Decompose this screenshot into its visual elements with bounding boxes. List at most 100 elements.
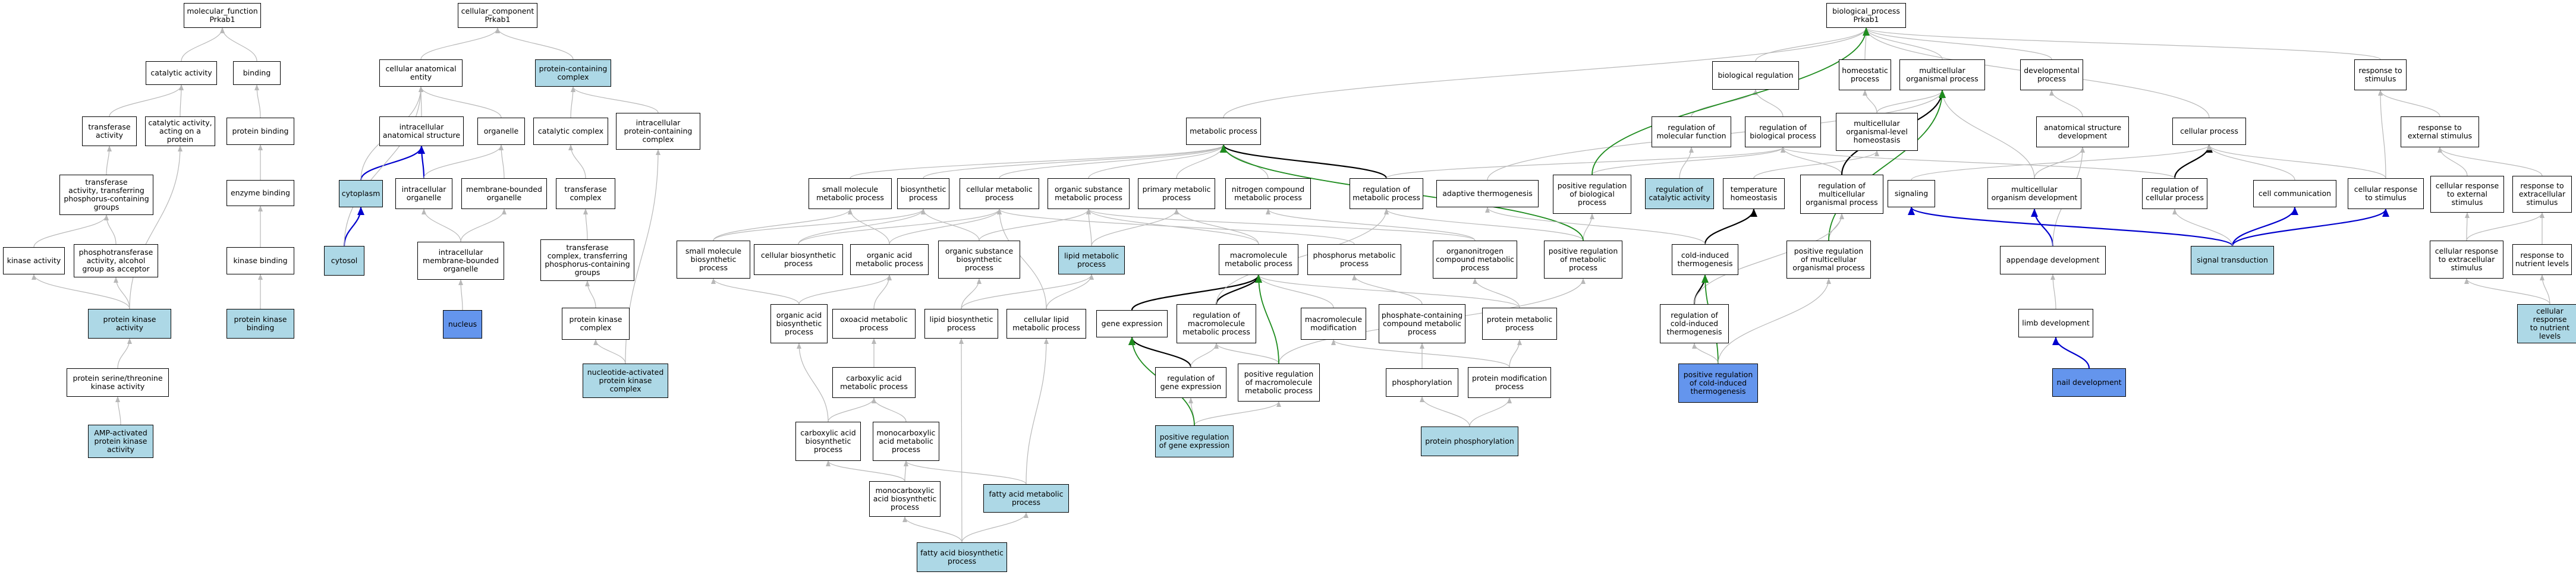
go-node-positive-regulation-of-macromolecule-metabolic-process[interactable]: positive regulation of macromolecule met… [1238, 364, 1320, 402]
go-node-catalytic-complex[interactable]: catalytic complex [533, 118, 608, 145]
go-node-lipid-metabolic-process[interactable]: lipid metabolic process [1058, 246, 1125, 274]
go-node-regulation-of-molecular-function[interactable]: regulation of molecular function [1652, 116, 1731, 147]
go-node-protein-kinase-complex[interactable]: protein kinase complex [562, 308, 630, 340]
go-node-multicellular-organismal-homeostasis[interactable]: multicellular organismal-level homeostas… [1836, 113, 1918, 151]
go-node-appendage-development[interactable]: appendage development [2000, 246, 2106, 274]
go-node-protein-binding[interactable]: protein binding [227, 118, 294, 145]
go-node-regulation-of-biological-process[interactable]: regulation of biological process [1745, 116, 1821, 147]
go-node-small-molecule-metabolic-process[interactable]: small molecule metabolic process [809, 178, 892, 209]
go-node-anatomical-structure-development[interactable]: anatomical structure development [2036, 116, 2129, 147]
go-node-temperature-homeostasis[interactable]: temperature homeostasis [1723, 178, 1785, 209]
go-node-protein-containing-complex[interactable]: protein-containing complex [535, 59, 611, 87]
go-node-phosphate-containing-compound-metabolic-process[interactable]: phosphate-containing compound metabolic … [1379, 304, 1465, 343]
go-node-organonitrogen-compound-metabolic-process[interactable]: organonitrogen compound metabolic proces… [1433, 241, 1517, 279]
go-node-carboxylic-acid-metabolic-process[interactable]: carboxylic acid metabolic process [832, 367, 916, 398]
go-node-lipid-biosynthetic-process[interactable]: lipid biosynthetic process [924, 309, 998, 339]
go-node-fatty-acid-biosynthetic-process[interactable]: fatty acid biosynthetic process [917, 542, 1007, 572]
go-node-biological-process[interactable]: biological_process Prkab1 [1826, 3, 1906, 28]
go-node-response-to-nutrient-levels[interactable]: response to nutrient levels [2512, 244, 2572, 275]
go-node-nucleus[interactable]: nucleus [443, 310, 482, 339]
go-node-catalytic-activity-acting-on-protein[interactable]: catalytic activity, acting on a protein [145, 116, 215, 146]
go-node-protein-phosphorylation[interactable]: protein phosphorylation [1421, 426, 1518, 456]
go-node-transferase-complex[interactable]: transferase complex [556, 178, 615, 209]
go-node-binding[interactable]: binding [233, 61, 281, 85]
go-node-membrane-bounded-organelle[interactable]: membrane-bounded organelle [461, 178, 547, 209]
go-node-cellular-biosynthetic-process[interactable]: cellular biosynthetic process [754, 244, 843, 275]
go-node-metabolic-process[interactable]: metabolic process [1186, 118, 1261, 145]
go-node-regulation-of-metabolic-process[interactable]: regulation of metabolic process [1350, 178, 1423, 209]
go-node-response-to-extracellular-stimulus[interactable]: response to extracellular stimulus [2512, 176, 2572, 213]
go-node-macromolecule-modification[interactable]: macromolecule modification [1301, 308, 1366, 340]
go-node-intracellular-protein-containing-complex[interactable]: intracellular protein-containing complex [616, 113, 700, 150]
go-node-regulation-of-cold-induced-thermogenesis[interactable]: regulation of cold-induced thermogenesis [1660, 304, 1729, 343]
go-node-nail-development[interactable]: nail development [2052, 368, 2126, 397]
go-node-signal-transduction[interactable]: signal transduction [2191, 246, 2274, 274]
go-node-signaling[interactable]: signaling [1888, 180, 1935, 207]
go-node-response-to-stimulus[interactable]: response to stimulus [2354, 59, 2407, 90]
go-node-fatty-acid-metabolic-process[interactable]: fatty acid metabolic process [983, 484, 1069, 513]
go-node-organic-substance-biosynthetic-process[interactable]: organic substance biosynthetic process [938, 241, 1020, 279]
go-node-transferase-activity[interactable]: transferase activity [82, 116, 137, 146]
go-node-nitrogen-compound-metabolic-process[interactable]: nitrogen compound metabolic process [1225, 178, 1311, 209]
go-node-multicellular-organism-development[interactable]: multicellular organism development [1987, 178, 2081, 209]
go-node-transferase-complex-phosphorus[interactable]: transferase complex, transferring phosph… [540, 239, 634, 281]
go-node-regulation-of-gene-expression[interactable]: regulation of gene expression [1155, 367, 1226, 398]
go-node-protein-kinase-binding[interactable]: protein kinase binding [227, 309, 294, 339]
go-node-cellular-response-to-nutrient-levels[interactable]: cellular response to nutrient levels [2517, 304, 2576, 343]
go-node-homeostatic-process[interactable]: homeostatic process [1839, 59, 1891, 90]
go-node-organic-acid-biosynthetic-process[interactable]: organic acid biosynthetic process [770, 304, 828, 343]
go-node-biological-regulation[interactable]: biological regulation [1712, 61, 1799, 90]
go-node-intracellular-organelle[interactable]: intracellular organelle [395, 178, 452, 209]
go-node-cellular-response-to-external-stimulus[interactable]: cellular response to external stimulus [2430, 176, 2504, 213]
go-node-phosphorylation[interactable]: phosphorylation [1386, 368, 1458, 397]
go-node-intracellular-membrane-bounded-organelle[interactable]: intracellular membrane-bounded organelle [417, 242, 504, 280]
go-node-positive-regulation-of-metabolic-process[interactable]: positive regulation of metabolic process [1544, 241, 1622, 279]
go-node-ampk-activity[interactable]: AMP-activated protein kinase activity [88, 425, 153, 458]
go-node-protein-serine-threonine-kinase[interactable]: protein serine/threonine kinase activity [67, 368, 169, 397]
go-node-monocarboxylic-acid-metabolic-process[interactable]: monocarboxylic acid metabolic process [873, 422, 939, 461]
go-node-adaptive-thermogenesis[interactable]: adaptive thermogenesis [1436, 180, 1539, 207]
go-node-molecular-function[interactable]: molecular_function Prkab1 [184, 3, 261, 28]
go-node-catalytic-activity[interactable]: catalytic activity [146, 61, 217, 85]
go-node-gene-expression[interactable]: gene expression [1096, 310, 1168, 337]
go-node-cellular-metabolic-process[interactable]: cellular metabolic process [960, 178, 1039, 209]
go-node-protein-modification-process[interactable]: protein modification process [1468, 367, 1551, 398]
go-node-organic-acid-metabolic-process[interactable]: organic acid metabolic process [850, 244, 929, 275]
go-node-organic-substance-metabolic-process[interactable]: organic substance metabolic process [1048, 178, 1130, 209]
go-node-carboxylic-acid-biosynthetic-process[interactable]: carboxylic acid biosynthetic process [795, 422, 861, 461]
go-node-cytosol[interactable]: cytosol [324, 246, 364, 276]
go-node-cell-communication[interactable]: cell communication [2253, 180, 2336, 207]
go-node-positive-regulation-of-gene-expression[interactable]: positive regulation of gene expression [1155, 425, 1234, 457]
go-node-cellular-response-to-extracellular-stimulus[interactable]: cellular response to extracellular stimu… [2430, 241, 2503, 279]
go-node-cold-induced-thermogenesis[interactable]: cold-induced thermogenesis [1672, 244, 1738, 275]
go-node-kinase-activity[interactable]: kinase activity [3, 247, 65, 274]
go-node-enzyme-binding[interactable]: enzyme binding [227, 180, 294, 206]
go-node-kinase-binding[interactable]: kinase binding [227, 247, 294, 274]
go-node-response-to-external-stimulus[interactable]: response to external stimulus [2401, 116, 2479, 147]
go-node-protein-kinase-activity[interactable]: protein kinase activity [88, 309, 171, 339]
go-node-macromolecule-metabolic-process[interactable]: macromolecule metabolic process [1219, 244, 1298, 275]
go-node-phosphorus-metabolic-process[interactable]: phosphorus metabolic process [1307, 244, 1401, 275]
go-node-cellular-process[interactable]: cellular process [2172, 118, 2246, 145]
go-node-limb-development[interactable]: limb development [2018, 309, 2093, 337]
go-node-developmental-process[interactable]: developmental process [2020, 59, 2083, 90]
go-node-cellular-response-to-stimulus[interactable]: cellular response to stimulus [2348, 178, 2424, 209]
go-node-primary-metabolic-process[interactable]: primary metabolic process [1138, 178, 1215, 209]
go-node-transferase-phosphorus-groups[interactable]: transferase activity, transferring phosp… [59, 175, 153, 215]
go-node-positive-regulation-of-cold-induced-thermogenesis[interactable]: positive regulation of cold-induced ther… [1678, 364, 1758, 403]
go-node-regulation-of-multicellular-organismal-process[interactable]: regulation of multicellular organismal p… [1800, 175, 1883, 214]
go-node-phosphotransferase-activity[interactable]: phosphotransferase activity, alcohol gro… [74, 244, 158, 277]
go-node-cellular-component[interactable]: cellular_component Prkab1 [458, 3, 537, 28]
go-node-oxoacid-metabolic-process[interactable]: oxoacid metabolic process [832, 309, 916, 339]
go-node-regulation-of-cellular-process[interactable]: regulation of cellular process [2142, 178, 2207, 209]
go-node-positive-regulation-of-biological-process[interactable]: positive regulation of biological proces… [1553, 175, 1631, 214]
go-node-cytoplasm[interactable]: cytoplasm [339, 180, 383, 207]
go-node-cellular-anatomical-entity[interactable]: cellular anatomical entity [379, 59, 463, 87]
go-node-cellular-lipid-metabolic-process[interactable]: cellular lipid metabolic process [1007, 309, 1086, 339]
go-node-regulation-of-macromolecule-metabolic-process[interactable]: regulation of macromolecule metabolic pr… [1177, 304, 1256, 343]
go-node-intracellular-anatomical-structure[interactable]: intracellular anatomical structure [379, 116, 464, 146]
go-node-organelle[interactable]: organelle [477, 118, 525, 145]
go-node-regulation-of-catalytic-activity[interactable]: regulation of catalytic activity [1645, 178, 1714, 209]
go-node-small-molecule-biosynthetic-process[interactable]: small molecule biosynthetic process [677, 241, 750, 279]
go-node-protein-metabolic-process[interactable]: protein metabolic process [1482, 308, 1557, 340]
